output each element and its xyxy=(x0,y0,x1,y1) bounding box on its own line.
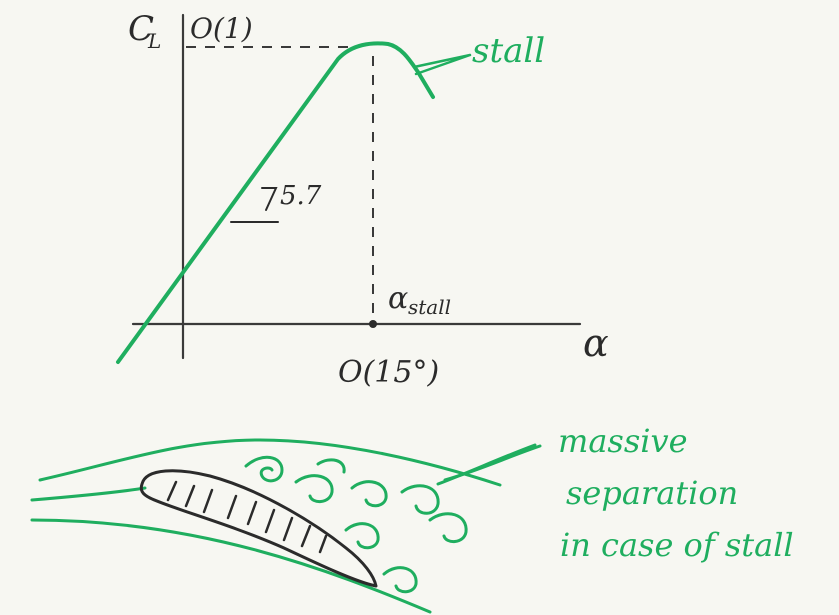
vortex-2 xyxy=(294,474,334,503)
pointer-to-note xyxy=(436,443,537,486)
vortex-1 xyxy=(244,455,284,483)
stall-pointer xyxy=(412,53,472,76)
vortex-6 xyxy=(344,522,380,550)
vortex-5 xyxy=(428,512,468,543)
vortex-3 xyxy=(350,480,388,508)
note-line-1: massive xyxy=(558,422,688,460)
streamlines xyxy=(30,438,542,614)
vortices xyxy=(244,455,468,594)
cl-axis-label: C xyxy=(128,9,154,49)
airfoil-hatching xyxy=(166,480,328,554)
order-one-label: O(1) xyxy=(190,12,253,45)
stall-angle-label: O(15°) xyxy=(338,355,439,390)
streamline-upper xyxy=(30,486,147,502)
alpha-stall-subscript: stall xyxy=(408,295,451,319)
x-axis-label: α xyxy=(583,321,609,365)
alpha-stall-label: α xyxy=(388,281,408,316)
note-line-3: in case of stall xyxy=(560,526,794,564)
vortex-7 xyxy=(382,566,418,594)
vortex-4 xyxy=(400,484,440,515)
axes xyxy=(131,13,582,360)
guide-lines xyxy=(186,46,374,318)
slope-marker xyxy=(230,187,279,223)
airfoil-outline xyxy=(139,469,378,588)
lift-curve xyxy=(116,41,435,364)
cl-axis-subscript: L xyxy=(147,29,161,53)
slope-label: 5.7 xyxy=(280,181,322,211)
stall-label: stall xyxy=(472,31,545,71)
airfoil xyxy=(139,469,378,588)
streamline-lower xyxy=(30,518,432,614)
alpha-stall-point xyxy=(369,320,377,328)
streamline-top xyxy=(38,438,502,487)
vortex-8 xyxy=(316,458,346,474)
note-line-2: separation xyxy=(566,474,738,512)
